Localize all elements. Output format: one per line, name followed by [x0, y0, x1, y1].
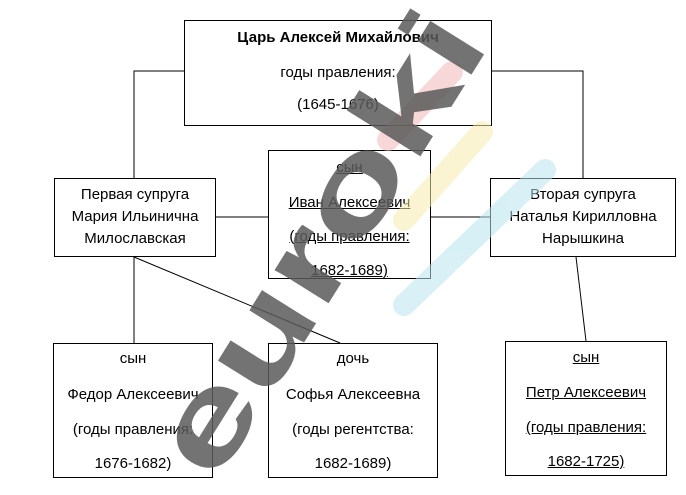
tsar-reign-years: (1645-1676): [297, 96, 379, 113]
ivan-relation: сын: [336, 159, 363, 176]
fedor-reign-years: 1676-1682): [94, 455, 172, 472]
petr-name: Петр Алексеевич: [525, 384, 647, 401]
sofia-regency-label: (годы регентства:: [292, 421, 414, 438]
sofia-regency-years: 1682-1689): [314, 455, 392, 472]
sofia-relation: дочь: [336, 350, 370, 367]
first-wife-role: Первая супруга: [80, 186, 190, 203]
line-tsar-to-wife1: [133, 70, 184, 178]
ivan-reign-years: 1682-1689): [311, 262, 388, 279]
first-wife-name: Мария Ильинична: [71, 208, 199, 225]
fedor-name: Федор Алексеевич: [67, 386, 199, 403]
second-wife-role: Вторая супруга: [530, 186, 636, 203]
tsar-title: Царь Алексей Михайлович: [237, 29, 439, 46]
first-wife-box: Первая супруга Мария Ильинична Милославс…: [54, 178, 216, 257]
second-wife-surname: Нарышкина: [542, 230, 624, 247]
sofia-box: дочь Софья Алексеевна (годы регентства: …: [268, 343, 438, 478]
line-wife2-to-petr: [575, 256, 587, 342]
petr-reign-years: 1682-1725): [547, 453, 625, 470]
petr-box: сын Петр Алексеевич (годы правления: 168…: [505, 341, 667, 476]
fedor-relation: сын: [119, 350, 147, 367]
second-wife-name: Наталья Кирилловна: [509, 208, 657, 225]
petr-relation: сын: [572, 349, 600, 366]
ivan-box: сын Иван Алексеевич (годы правления: 168…: [268, 150, 431, 279]
second-wife-box: Вторая супруга Наталья Кирилловна Нарышк…: [490, 178, 676, 257]
ivan-reign-label: (годы правления:: [289, 228, 410, 245]
fedor-reign-label: (годы правления:: [72, 421, 194, 438]
line-wife1-to-sofia: [133, 256, 341, 344]
tsar-reign-label: годы правления:: [280, 64, 396, 81]
fedor-box: сын Федор Алексеевич (годы правления: 16…: [53, 343, 213, 478]
sofia-name: Софья Алексеевна: [285, 386, 421, 403]
line-tsar-to-wife2: [492, 70, 584, 178]
petr-reign-label: (годы правления:: [525, 419, 647, 436]
ivan-name: Иван Алексеевич: [288, 194, 411, 211]
first-wife-surname: Милославская: [84, 230, 186, 247]
tsar-box: Царь Алексей Михайлович годы правления: …: [184, 20, 492, 126]
